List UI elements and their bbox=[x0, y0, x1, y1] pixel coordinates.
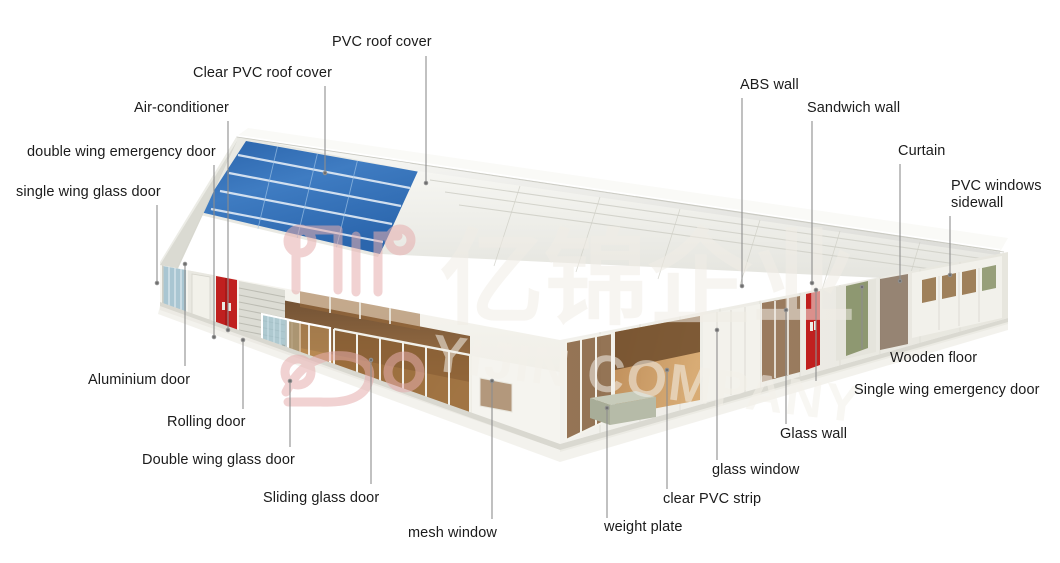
annotation-label-glass-window: glass window bbox=[712, 462, 800, 478]
leader-endpoint-glass-wall bbox=[783, 307, 789, 313]
annotation-label-single-wing-emergency-door: Single wing emergency door bbox=[854, 382, 1040, 398]
leader-endpoint-clear-pvc-roof-cover bbox=[322, 170, 328, 176]
leader-endpoint-aluminium-door bbox=[182, 261, 188, 267]
annotation-label-rolling-door: Rolling door bbox=[167, 414, 246, 430]
leader-endpoint-double-wing-emergency-door bbox=[211, 334, 217, 340]
leader-endpoint-glass-window bbox=[714, 327, 720, 333]
annotation-label-pvc-windows-sidewall: PVC windows sidewall bbox=[951, 178, 1042, 211]
mesh-window-shape bbox=[479, 377, 513, 413]
leader-endpoint-sandwich-wall bbox=[809, 280, 815, 286]
watermark-chinese-text: 亿锦企业 bbox=[440, 218, 856, 340]
annotation-label-clear-pvc-strip: clear PVC strip bbox=[663, 491, 762, 507]
annotation-label-single-wing-glass-door: single wing glass door bbox=[16, 184, 161, 200]
leader-endpoint-air-conditioner bbox=[225, 327, 231, 333]
roof-far-slope bbox=[236, 128, 1008, 297]
annotation-label-sliding-glass-door: Sliding glass door bbox=[263, 490, 380, 506]
leader-endpoint-clear-pvc-strip bbox=[664, 367, 670, 373]
annotation-label-double-wing-glass-door: Double wing glass door bbox=[142, 452, 295, 468]
side-glass-window bbox=[762, 296, 800, 382]
weight-plate-shape bbox=[590, 391, 656, 425]
pvc-windows-sidewall-shape bbox=[912, 256, 1002, 338]
leader-endpoint-wooden-floor bbox=[859, 284, 865, 290]
annotation-label-curtain: Curtain bbox=[898, 143, 946, 159]
leader-endpoint-weight-plate bbox=[604, 405, 610, 411]
leader-endpoint-rolling-door bbox=[240, 337, 246, 343]
leader-endpoint-pvc-roof-cover bbox=[423, 180, 429, 186]
leader-endpoint-sliding-glass-door bbox=[368, 357, 374, 363]
leader-endpoint-single-wing-emergency-door bbox=[813, 287, 819, 293]
watermark-logo-mark bbox=[280, 224, 425, 407]
annotation-label-clear-pvc-roof-cover: Clear PVC roof cover bbox=[193, 65, 332, 81]
annotation-label-wooden-floor: Wooden floor bbox=[890, 350, 978, 366]
annotation-label-weight-plate: weight plate bbox=[604, 519, 683, 535]
leader-endpoint-pvc-windows-sidewall bbox=[947, 272, 953, 278]
annotation-label-pvc-roof-cover: PVC roof cover bbox=[332, 34, 432, 50]
annotation-label-mesh-window: mesh window bbox=[408, 525, 497, 541]
annotation-label-aluminium-door: Aluminium door bbox=[88, 372, 191, 388]
annotation-label-glass-wall: Glass wall bbox=[780, 426, 848, 442]
leader-endpoint-double-wing-glass-door bbox=[287, 378, 293, 384]
annotation-label-double-wing-emergency-door: double wing emergency door bbox=[27, 144, 216, 160]
leader-endpoint-mesh-window bbox=[489, 378, 495, 384]
double-wing-emergency-door-shape bbox=[216, 276, 237, 330]
annotation-label-sandwich-wall: Sandwich wall bbox=[807, 100, 901, 116]
front-wall-base bbox=[160, 302, 560, 450]
leader-endpoint-abs-wall bbox=[739, 283, 745, 289]
gable-end-wall bbox=[160, 136, 237, 302]
leader-endpoint-curtain bbox=[897, 278, 903, 284]
annotation-label-abs-wall: ABS wall bbox=[740, 77, 799, 93]
leader-endpoint-single-wing-glass-door bbox=[154, 280, 160, 286]
annotation-label-air-conditioner: Air-conditioner bbox=[134, 100, 229, 116]
svg-text:亿锦企业: 亿锦企业 bbox=[440, 218, 856, 340]
